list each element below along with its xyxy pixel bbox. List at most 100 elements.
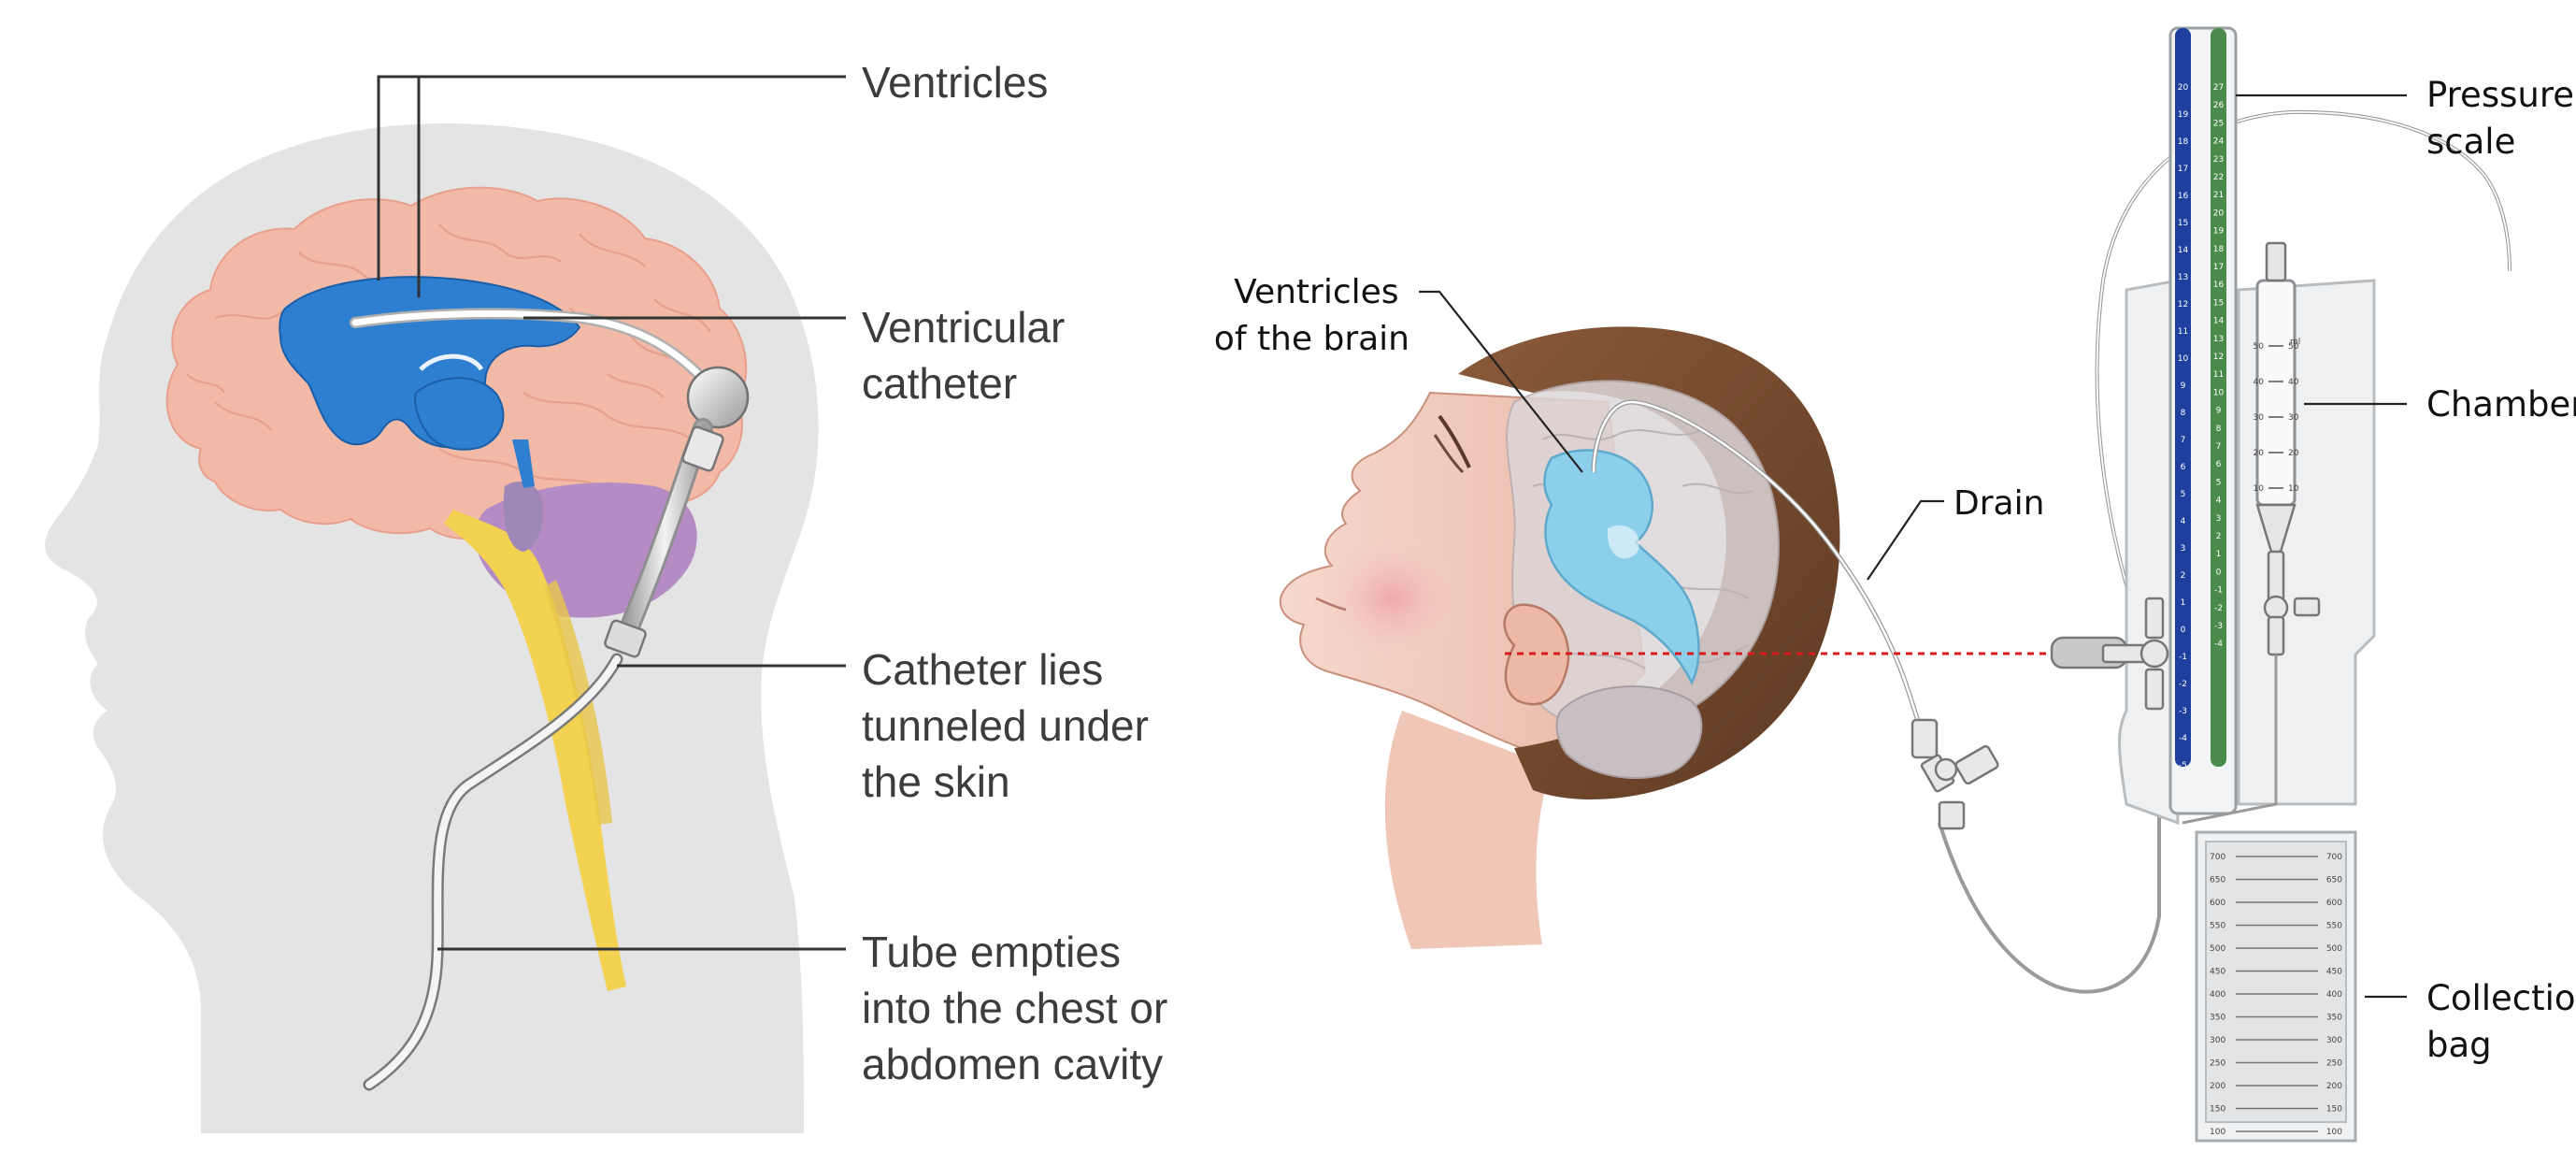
label-pressure-scale: Pressure scale [2426, 75, 2576, 162]
green-scale-tick-label: -3 [2214, 622, 2223, 631]
bag-tick-label-left: 200 [2210, 1082, 2225, 1091]
left-shunt-illustration: Ventricles Ventricular catheter Catheter… [45, 58, 1180, 1133]
bag-tick-label-left: 600 [2210, 899, 2225, 908]
blue-scale-tick-label: 3 [2181, 544, 2186, 554]
green-scale-tick-label: 25 [2213, 119, 2224, 128]
bag-tick-label-left: 250 [2210, 1059, 2225, 1069]
chamber-tick-label-left: 40 [2254, 378, 2265, 387]
green-scale-tick-label: 18 [2213, 245, 2225, 254]
green-scale-tick-label: 14 [2213, 317, 2225, 326]
label-chamber: Chamber [2426, 384, 2576, 425]
label-drain: Drain [1953, 484, 2044, 523]
bag-tick-label-left: 400 [2210, 990, 2225, 1000]
bag-tick-label-right: 600 [2326, 899, 2342, 908]
chamber-tick-label-right: 20 [2288, 449, 2299, 458]
bag-tick-label-right: 500 [2326, 944, 2342, 954]
blue-scale-tick-label: 7 [2181, 436, 2186, 445]
cheek-blush [1318, 533, 1467, 664]
green-scale-tick-label: -1 [2214, 586, 2223, 596]
right-evd-illustration: 20191817161514131211109876543210-1-2-3-4… [1214, 28, 2576, 1141]
bag-tick-label-right: 250 [2326, 1059, 2342, 1069]
chamber-tick-label-left: 50 [2254, 342, 2265, 352]
blue-scale-tick-label: 9 [2181, 381, 2186, 391]
bag-tick-label-left: 150 [2210, 1105, 2225, 1115]
blue-scale-tick-label: 15 [2178, 219, 2188, 228]
label-collection-bag: Collection bag [2426, 978, 2576, 1065]
blue-scale-tick-label: -2 [2179, 680, 2187, 689]
green-scale-tick-label: 26 [2213, 101, 2225, 110]
label-ventricles: Ventricles [862, 58, 1048, 107]
green-scale-tick-label: 0 [2216, 568, 2222, 577]
bag-tick-label-left: 500 [2210, 944, 2225, 954]
label-ventricles-of-brain: Ventricles of the brain [1214, 273, 1410, 358]
blue-scale-tick-label: 14 [2178, 246, 2189, 255]
drain-stopcock [1912, 720, 1999, 828]
bag-tick-label-right: 650 [2326, 876, 2342, 885]
label-catheter-tunneled: Catheter lies tunneled under the skin [862, 645, 1161, 806]
green-scale-tick-label: 6 [2216, 460, 2222, 469]
blue-scale-tick-label: -3 [2179, 707, 2187, 716]
bag-tick-label-left: 100 [2210, 1128, 2225, 1137]
green-scale-tick-label: 1 [2216, 550, 2222, 559]
bag-tick-label-right: 550 [2326, 922, 2342, 931]
zero-stopcock [2052, 598, 2168, 709]
blue-scale-tick-label: 8 [2181, 409, 2186, 418]
green-scale-tick-label: 5 [2216, 478, 2222, 487]
chamber-tick-label-right: 10 [2288, 484, 2299, 494]
green-scale-tick-label: 16 [2213, 281, 2225, 290]
blue-scale-tick-label: 16 [2178, 192, 2189, 201]
bag-tick-label-right: 300 [2326, 1036, 2342, 1045]
blue-scale-tick-label: 2 [2181, 571, 2186, 581]
green-scale-tick-label: 10 [2213, 388, 2225, 397]
green-scale-tick-label: 4 [2216, 497, 2222, 506]
chamber-unit: ml [2290, 338, 2300, 347]
blue-scale-tick-label: 18 [2178, 137, 2189, 147]
green-scale-tick-label: 8 [2216, 425, 2222, 434]
bag-tick-label-left: 700 [2210, 853, 2225, 862]
green-scale-tick-label: 23 [2213, 155, 2224, 165]
green-scale-tick-label: 21 [2213, 191, 2224, 200]
bag-tick-label-left: 350 [2210, 1014, 2225, 1023]
bag-tick-label-right: 150 [2326, 1105, 2342, 1115]
green-scale-tick-label: 3 [2216, 514, 2222, 524]
green-scale-tick-label: 17 [2213, 263, 2224, 272]
chamber-body [2257, 281, 2295, 505]
blue-scale-tick-label: 13 [2178, 273, 2188, 282]
leader-drain [1868, 501, 1944, 580]
green-scale-tick-label: 9 [2216, 407, 2222, 416]
bag-tick-label-right: 450 [2326, 968, 2342, 977]
bag-tick-label-right: 200 [2326, 1082, 2342, 1091]
bag-tick-label-left: 300 [2210, 1036, 2225, 1045]
label-tube-empties: Tube empties into the chest or abdomen c… [862, 928, 1180, 1088]
chamber-tick-label-left: 10 [2254, 484, 2265, 494]
green-scale-tick-label: -4 [2214, 640, 2223, 649]
green-scale-tick-label: 7 [2216, 442, 2222, 452]
blue-scale-tick-label: 5 [2181, 490, 2186, 499]
green-scale-tick-label: 20 [2213, 209, 2225, 218]
chamber-tick-label-left: 30 [2254, 413, 2265, 423]
chamber-tick-label-right: 30 [2288, 413, 2299, 423]
blue-scale-tick-label: -1 [2179, 653, 2187, 662]
bag-tick-label-left: 450 [2210, 968, 2225, 977]
green-scale-tick-label: 24 [2213, 137, 2225, 147]
green-scale-tick-label: 22 [2213, 173, 2224, 182]
bag-tick-label-left: 650 [2210, 876, 2225, 885]
green-scale-tick-label: -2 [2214, 604, 2223, 613]
blue-scale-tick-label: 0 [2181, 626, 2186, 635]
chamber-cap [2267, 243, 2285, 281]
blue-scale-tick-label: 6 [2181, 463, 2186, 472]
blue-scale-tick-label: -5 [2179, 761, 2187, 770]
green-scale-tick-label: 2 [2216, 532, 2222, 541]
blue-scale-tick-label: 1 [2181, 598, 2186, 608]
green-scale-tick-label: 27 [2213, 83, 2224, 93]
bag-tick-label-right: 400 [2326, 990, 2342, 1000]
bag-tick-label-left: 550 [2210, 922, 2225, 931]
blue-scale-tick-label: 19 [2178, 110, 2189, 120]
green-scale-tick-label: 12 [2213, 353, 2224, 362]
blue-scale-tick-label: 11 [2178, 327, 2188, 337]
green-scale-tick-label: 15 [2213, 298, 2224, 308]
green-scale-tick-label: 19 [2213, 227, 2225, 237]
bag-tick-label-right: 100 [2326, 1128, 2342, 1137]
bag-tick-label-right: 350 [2326, 1014, 2342, 1023]
